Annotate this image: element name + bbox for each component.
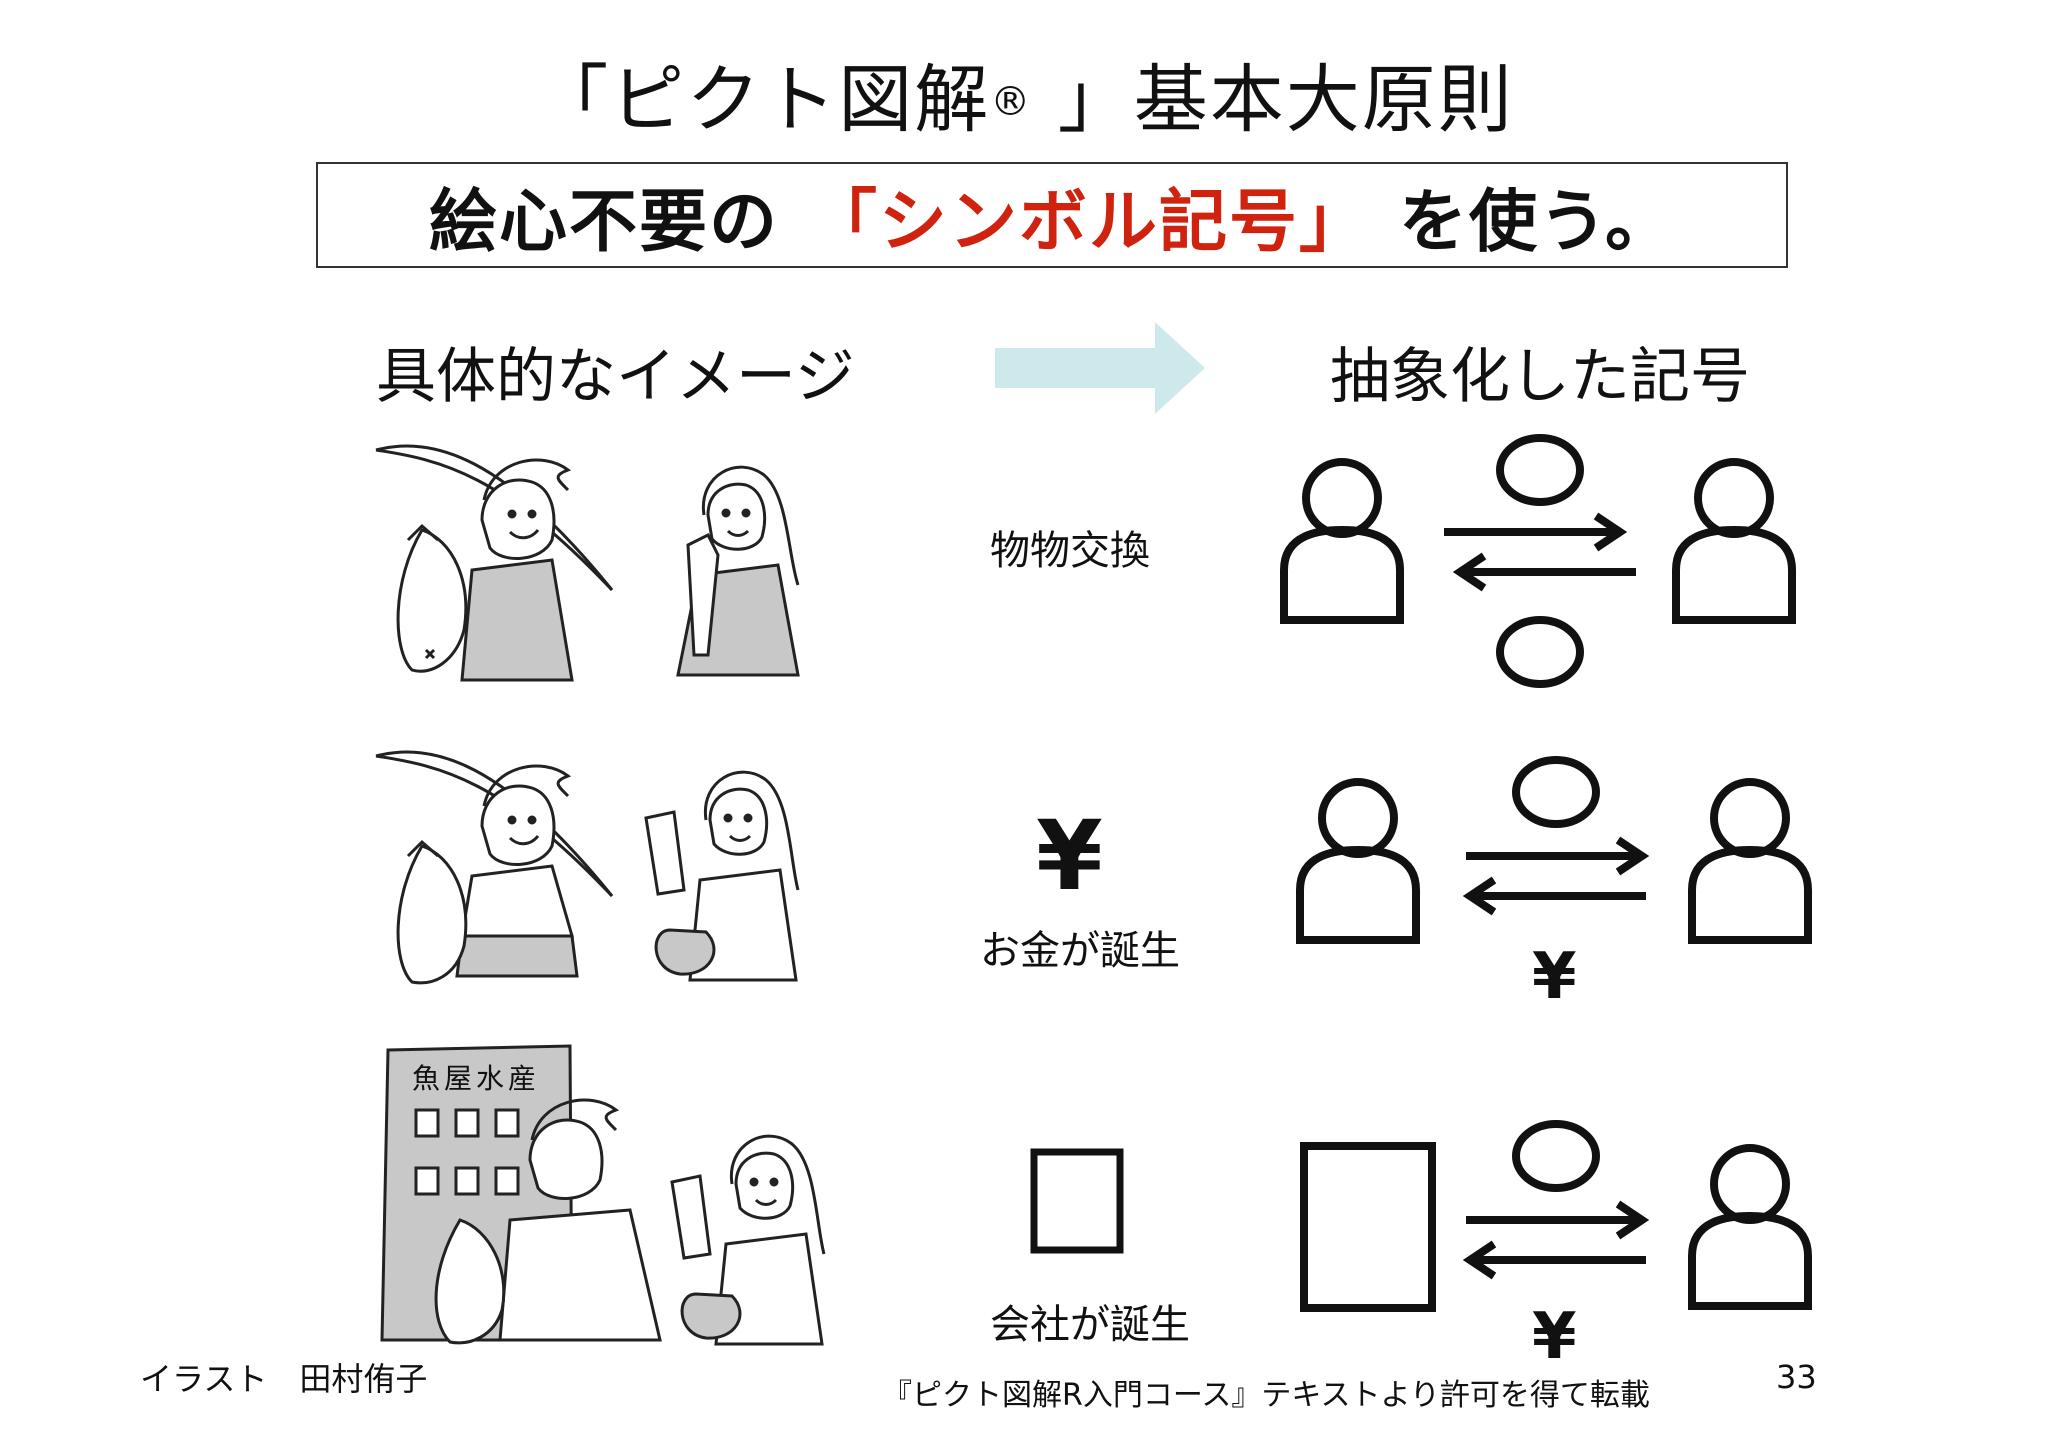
banner-before: 絵心不要の	[429, 182, 780, 262]
person-icon-left	[1296, 778, 1420, 944]
person-icon-right	[1688, 1144, 1812, 1310]
illustration-credit: イラスト 田村侑子	[140, 1360, 428, 1398]
title-rest: 」基本大原則	[1032, 57, 1514, 143]
heading-abstract: 抽象化した記号	[1330, 342, 1750, 412]
company-diagram	[1300, 1120, 1812, 1312]
fish-company-illustration	[380, 1044, 662, 1345]
woman-carrot-illustration	[676, 465, 800, 677]
goods-circle	[1512, 756, 1600, 828]
page-number: 33	[1776, 1358, 1817, 1396]
goods-circle	[1512, 1120, 1600, 1192]
title-main: 「ピクト図解	[534, 57, 991, 143]
row-2-label: お金が誕生	[980, 928, 1180, 974]
barter-diagram	[1280, 434, 1796, 688]
person-icon-right	[1672, 458, 1796, 624]
row-1-label: 物物交換	[990, 528, 1150, 574]
money-diagram	[1296, 756, 1812, 944]
right-arrow-icon	[995, 322, 1205, 414]
arrow-left-icon	[1452, 552, 1636, 592]
page-title: 「ピクト図解® 」基本大原則	[0, 40, 2048, 147]
person-icon-left	[1280, 458, 1404, 624]
source-note: 『ピクト図解R入門コース』テキストより許可を得て転載	[882, 1378, 1650, 1413]
person-icon-right	[1688, 778, 1812, 944]
shop-sign: 魚屋水産	[412, 1062, 541, 1095]
woman-ticket-illustration-2	[670, 1134, 826, 1346]
arrow-right-icon	[1444, 512, 1628, 552]
yen-symbol: ¥	[1036, 800, 1103, 912]
goods-circle-top	[1496, 434, 1584, 506]
goods-circle-bottom	[1496, 616, 1584, 688]
banner-highlight: 「シンボル記号」	[809, 182, 1370, 262]
banner-after: を使う。	[1399, 182, 1675, 262]
arrow-left-icon	[1462, 876, 1646, 916]
fisherman-illustration-2	[375, 750, 614, 985]
heading-concrete: 具体的なイメージ	[376, 342, 855, 412]
arrow-left-icon	[1462, 1240, 1646, 1280]
company-box-icon	[1300, 1142, 1436, 1312]
registered-mark: ®	[990, 79, 1033, 125]
arrow-right-icon	[1466, 836, 1650, 876]
yen-flow-symbol: ¥	[1532, 940, 1577, 1014]
company-square-icon	[1030, 1148, 1124, 1254]
fisherman-illustration	[375, 444, 614, 682]
principle-banner: 絵心不要の 「シンボル記号」 を使う。	[316, 162, 1788, 268]
row-3-label: 会社が誕生	[990, 1302, 1190, 1348]
arrow-right-icon	[1466, 1200, 1650, 1240]
yen-flow-symbol-2: ¥	[1532, 1300, 1577, 1374]
woman-ticket-illustration	[644, 770, 800, 982]
